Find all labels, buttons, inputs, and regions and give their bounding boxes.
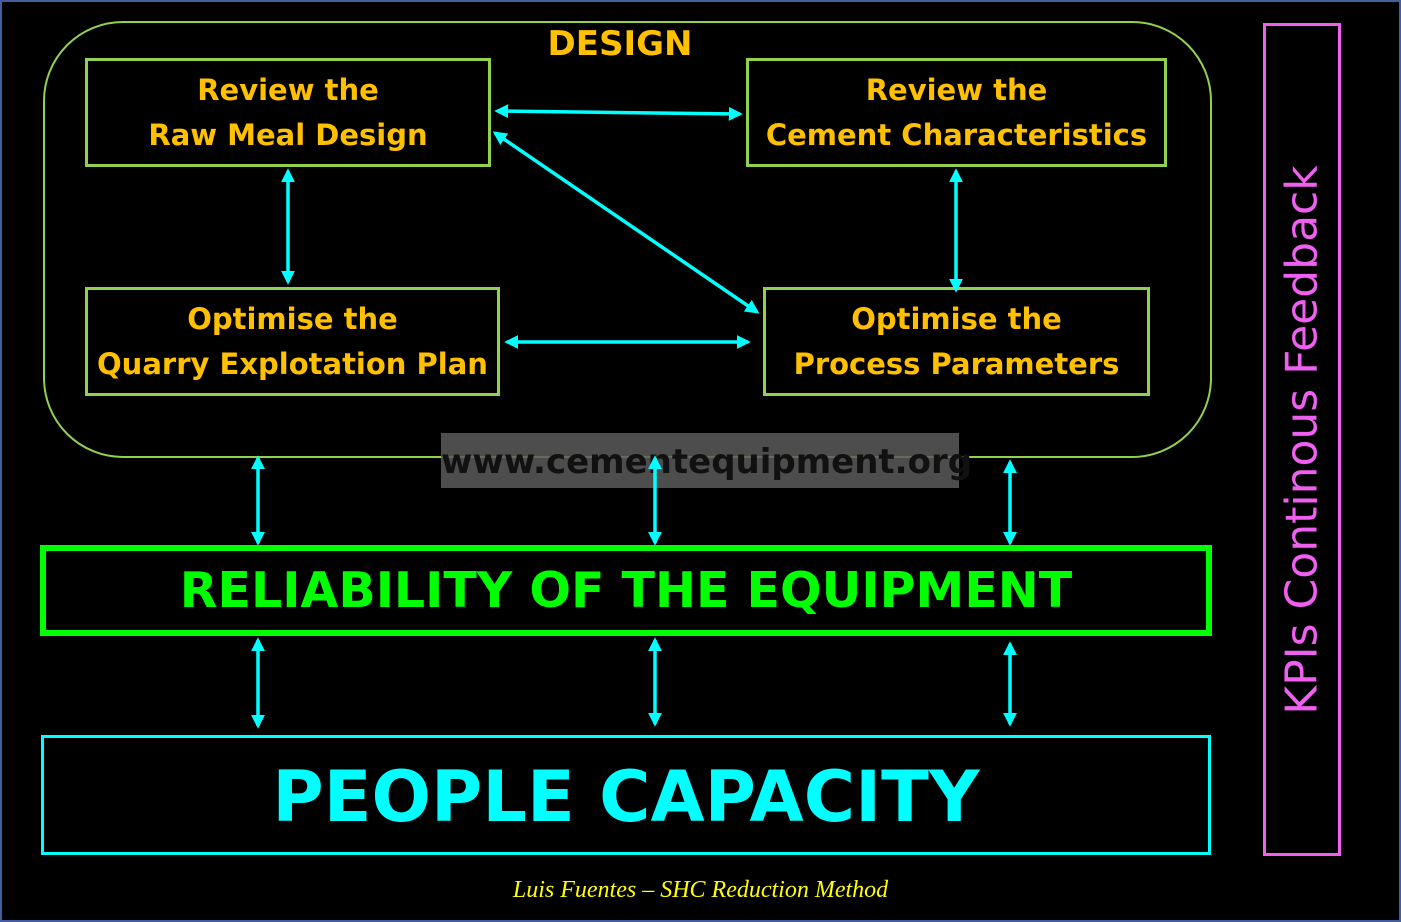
box-raw-meal-design: Review the Raw Meal Design	[85, 58, 491, 167]
arrow-rawmeal-process	[492, 131, 760, 314]
kpi-feedback-box: KPIs Continous Feedback	[1263, 23, 1341, 856]
box-line: Raw Meal Design	[148, 117, 428, 152]
box-line: Optimise the	[851, 301, 1062, 336]
design-title: DESIGN	[547, 24, 693, 64]
box-line: Optimise the	[187, 301, 398, 336]
credit: Luis Fuentes – SHC Reduction Method	[512, 877, 889, 903]
watermark: www.cementequipment.org	[441, 433, 972, 488]
box-line: Process Parameters	[793, 346, 1120, 381]
box-line: Quarry Explotation Plan	[97, 346, 488, 381]
reliability-box: RELIABILITY OF THE EQUIPMENT	[40, 545, 1212, 636]
box-cement-characteristics: Review the Cement Characteristics	[746, 58, 1167, 167]
box-process-parameters: Optimise the Process Parameters	[763, 287, 1150, 396]
box-quarry-plan: Optimise the Quarry Explotation Plan	[85, 287, 500, 396]
people-capacity-box: PEOPLE CAPACITY	[41, 735, 1211, 855]
box-line: Review the	[865, 72, 1048, 107]
box-line: Cement Characteristics	[765, 117, 1148, 152]
arrow-rawmeal-cement	[494, 104, 743, 121]
box-line: Review the	[197, 72, 379, 107]
